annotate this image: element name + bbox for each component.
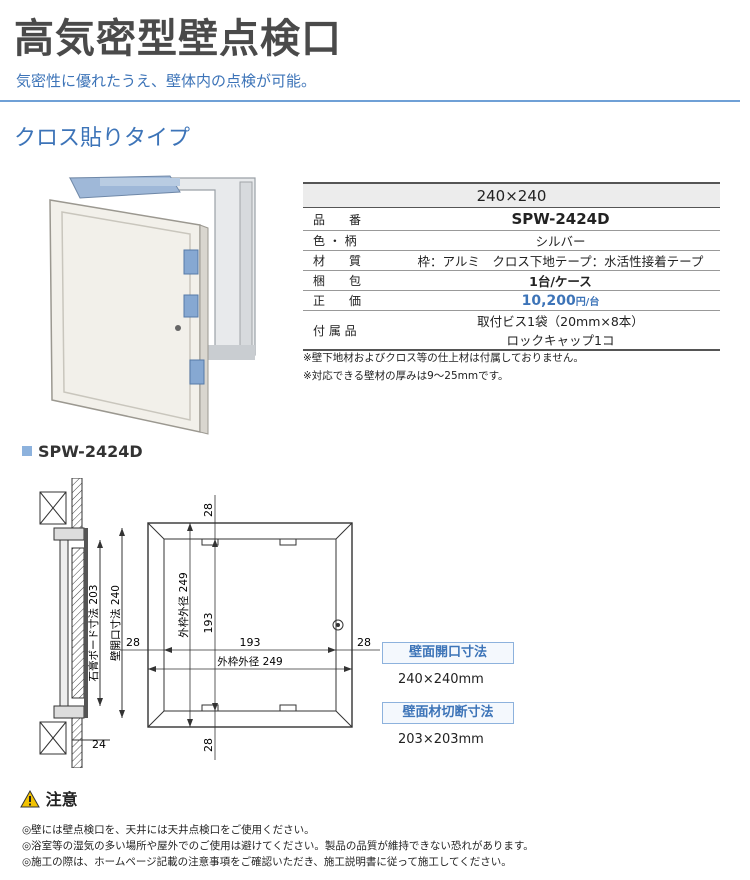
spec-row: 付 属 品 取付ビス1袋（20mm×8本） ロックキャップ1コ bbox=[303, 310, 720, 351]
caution-title: 注意 bbox=[45, 790, 78, 809]
price-unit: 円/台 bbox=[575, 296, 600, 308]
top-dim-label: 28 bbox=[202, 503, 215, 517]
spec-row: 正 価 10,200円/台 bbox=[303, 290, 720, 311]
front-view-drawing: 外枠外径 249 193 28 28 193 外枠外径 249 28 28 bbox=[120, 495, 380, 760]
outer-height-label: 外枠外径 249 bbox=[177, 572, 190, 637]
outer-width-label: 外枠外径 249 bbox=[217, 655, 282, 668]
spec-key: 付 属 品 bbox=[303, 310, 401, 351]
wall-opening-label: 壁開口寸法 240 bbox=[109, 585, 122, 661]
board-cut-label: 石膏ボード寸法 203 bbox=[87, 585, 100, 682]
spec-value: 枠：アルミ クロス下地テープ：水活性接着テープ bbox=[401, 250, 720, 271]
spec-key: 色 ・ 柄 bbox=[303, 230, 401, 251]
product-photo bbox=[49, 175, 256, 435]
price-value: 10,200 bbox=[521, 292, 576, 309]
section-title: クロス貼りタイプ bbox=[14, 126, 191, 151]
spec-size: 240×240 bbox=[303, 182, 720, 208]
accessory-line: ロックキャップ1コ bbox=[506, 333, 615, 348]
wall-opening-value: 240×240mm bbox=[398, 672, 484, 687]
spec-accessories: 取付ビス1袋（20mm×8本） ロックキャップ1コ bbox=[401, 310, 720, 351]
spec-model-value: SPW-2424D bbox=[401, 207, 720, 231]
drawing-model: SPW-2424D bbox=[38, 442, 143, 461]
board-cut-title: 壁面材切断寸法 bbox=[382, 702, 514, 724]
spec-value: 1台/ケース bbox=[401, 270, 720, 291]
accessory-line: 取付ビス1袋（20mm×8本） bbox=[477, 314, 644, 329]
square-bullet-icon bbox=[22, 446, 32, 456]
spec-note: ※対応できる壁材の厚みは9～25mmです。 bbox=[303, 370, 509, 382]
bottom-dim-label: 28 bbox=[202, 738, 215, 752]
right-dim-label: 28 bbox=[357, 636, 371, 649]
board-cut-value: 203×203mm bbox=[398, 732, 484, 747]
warning-icon bbox=[20, 789, 40, 808]
inner-width-label: 193 bbox=[240, 636, 261, 649]
spec-key: 材 質 bbox=[303, 250, 401, 271]
page-title: 高気密型壁点検口 bbox=[14, 16, 342, 62]
spec-key: 正 価 bbox=[303, 290, 401, 311]
side-section-drawing: 石膏ボード寸法 203 壁開口寸法 240 24 bbox=[39, 478, 125, 768]
inner-height-label: 193 bbox=[202, 613, 215, 634]
spec-key: 梱 包 bbox=[303, 270, 401, 291]
spec-size-row: 240×240 bbox=[303, 182, 720, 208]
spec-price: 10,200円/台 bbox=[401, 290, 720, 311]
divider bbox=[0, 100, 740, 102]
spec-row: 色 ・ 柄 シルバー bbox=[303, 230, 720, 251]
spec-note: ※壁下地材およびクロス等の仕上材は付属しておりません。 bbox=[303, 352, 584, 364]
caution-line: ◎施工の際は、ホームページ記載の注意事項をご確認いただき、施工説明書に従って施工… bbox=[22, 856, 512, 868]
spec-row: 品 番 SPW-2424D bbox=[303, 207, 720, 231]
spec-row: 梱 包 1台/ケース bbox=[303, 270, 720, 291]
bottom-dim-label: 24 bbox=[92, 738, 106, 751]
spec-key: 品 番 bbox=[303, 207, 401, 231]
page-subtitle: 気密性に優れたうえ、壁体内の点検が可能。 bbox=[16, 72, 317, 90]
left-dim-label: 28 bbox=[126, 636, 140, 649]
spec-table: 240×240 品 番 SPW-2424D 色 ・ 柄 シルバー 材 質 枠：ア… bbox=[303, 182, 720, 351]
caution-line: ◎壁には壁点検口を、天井には天井点検口をご使用ください。 bbox=[22, 824, 315, 836]
caution-line: ◎浴室等の湿気の多い場所や屋外でのご使用は避けてください。製品の品質が維持できな… bbox=[22, 840, 534, 852]
drawing-heading: SPW-2424D bbox=[22, 442, 143, 461]
spec-value: シルバー bbox=[401, 230, 720, 251]
wall-opening-title: 壁面開口寸法 bbox=[382, 642, 514, 664]
spec-row: 材 質 枠：アルミ クロス下地テープ：水活性接着テープ bbox=[303, 250, 720, 271]
caution-heading: 注意 bbox=[20, 786, 78, 810]
